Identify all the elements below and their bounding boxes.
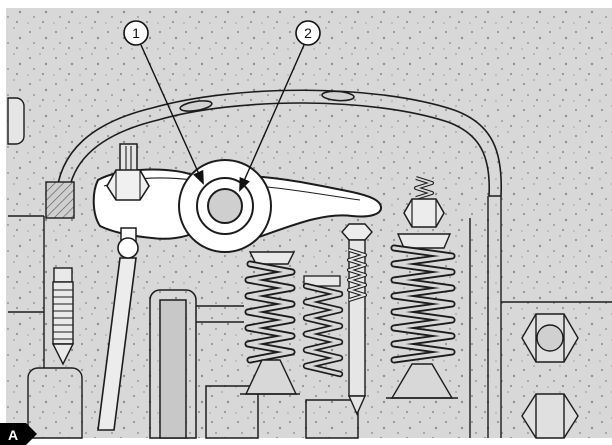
bolt-head (53, 267, 73, 283)
corner-marker: A (0, 423, 37, 445)
valve-assembly-left (240, 251, 300, 395)
bolt-threads (53, 289, 73, 340)
hex-bolt-right-upper (521, 313, 579, 363)
valve-spring-right-highlight (392, 246, 454, 362)
leader-line-2 (239, 44, 305, 192)
center-stud-tip (347, 395, 367, 416)
block-lower-right (305, 399, 359, 439)
cylinder-bolt-left (51, 267, 75, 366)
stud-threads-right-highlight (415, 177, 433, 199)
cover-slot-right (321, 90, 355, 102)
rocker-arm-detail-right (257, 185, 361, 201)
valve-spring-inner-group (302, 275, 344, 378)
lock-nut (106, 169, 150, 201)
cover-slot-left (179, 100, 213, 112)
engine-block-background (6, 8, 612, 438)
spring-retainer-inner (303, 275, 341, 287)
hex-nut-right-stud (403, 198, 445, 228)
valve-assembly-right (386, 176, 458, 399)
spring-retainer-left (248, 251, 296, 265)
center-stud-nut (341, 223, 373, 241)
spring-retainer-right (396, 233, 452, 249)
adjusting-screw (119, 143, 138, 173)
right-wall (469, 196, 612, 439)
valve-spring-left-highlight (246, 262, 294, 362)
callout-2-circle (295, 20, 321, 46)
lifter-column-inner (159, 299, 187, 439)
casting-structures (149, 289, 359, 439)
left-edge-tab (7, 97, 25, 145)
screw-ball-end (117, 237, 139, 259)
corner-marker-shape (0, 423, 37, 445)
callouts: 1 2 (123, 20, 321, 192)
rocker-pivot-bore (207, 188, 243, 224)
lower-left-boss (27, 367, 83, 439)
leader-line-1 (140, 44, 204, 185)
center-stud-threads-highlight (348, 249, 366, 301)
bolt-tip (51, 343, 75, 366)
callout-1-circle (123, 20, 149, 46)
left-wall (7, 97, 83, 439)
center-stud (341, 223, 373, 416)
callout-2-label: 2 (304, 25, 312, 41)
corner-marker-label: A (8, 427, 18, 443)
bolt-shaft (52, 281, 74, 345)
hex-bolt-right-lower (521, 393, 579, 439)
callout-1-label: 1 (132, 25, 140, 41)
valve-spring-inner-highlight (304, 284, 342, 376)
threaded-boss-section (45, 181, 75, 219)
